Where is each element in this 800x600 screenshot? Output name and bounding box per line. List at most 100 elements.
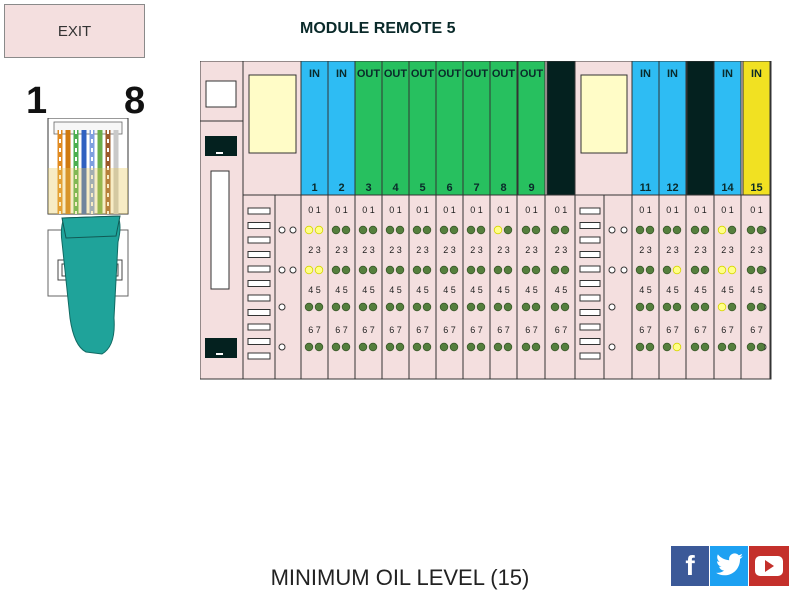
cpu2-port bbox=[579, 338, 601, 345]
io-bit-label: 4 5 bbox=[497, 285, 510, 295]
io-led-off bbox=[449, 342, 459, 352]
cpu2-port bbox=[579, 236, 601, 244]
io-bit-label: 6 7 bbox=[443, 325, 456, 335]
io-led-off bbox=[756, 265, 766, 275]
cpu2-port bbox=[579, 309, 601, 316]
io-module-face bbox=[686, 61, 715, 196]
io-led-off bbox=[662, 302, 672, 312]
cpu-port bbox=[247, 251, 271, 258]
io-led-off bbox=[395, 342, 405, 352]
io-bit-label: 2 3 bbox=[497, 245, 510, 255]
io-led-off bbox=[412, 342, 422, 352]
io-module-type-label: OUT bbox=[465, 68, 489, 80]
io-led-off bbox=[493, 265, 503, 275]
io-led-off bbox=[449, 265, 459, 275]
exit-button[interactable]: EXIT bbox=[4, 4, 145, 58]
io-led-off bbox=[531, 302, 541, 312]
youtube-icon[interactable] bbox=[749, 546, 789, 586]
io-module-type-label: IN bbox=[309, 68, 320, 80]
io-module-number: 4 bbox=[392, 182, 399, 194]
io-led-off bbox=[304, 342, 314, 352]
io-led-off bbox=[476, 342, 486, 352]
io-bit-label: 0 1 bbox=[721, 205, 734, 215]
io-led-off bbox=[395, 225, 405, 235]
io-led-off bbox=[422, 302, 432, 312]
io-led-off bbox=[645, 302, 655, 312]
io-module-face bbox=[713, 61, 742, 196]
io-led-off bbox=[395, 302, 405, 312]
io-led-off bbox=[672, 225, 682, 235]
io-module-number: 7 bbox=[473, 182, 479, 194]
io-led-off bbox=[466, 265, 476, 275]
io-bit-label: 0 1 bbox=[362, 205, 375, 215]
rj45-connector-icon bbox=[47, 118, 129, 355]
io-led-off bbox=[476, 225, 486, 235]
io-led-off bbox=[422, 342, 432, 352]
io-bit-label: 4 5 bbox=[525, 285, 538, 295]
io-led-off bbox=[341, 265, 351, 275]
io-module-number: 9 bbox=[528, 182, 534, 194]
io-bit-label: 2 3 bbox=[639, 245, 652, 255]
io-led-on bbox=[717, 302, 727, 312]
io-bit-label: 6 7 bbox=[362, 325, 375, 335]
cpu-port bbox=[247, 207, 271, 215]
io-module-number: 5 bbox=[419, 182, 425, 194]
io-led-off bbox=[645, 342, 655, 352]
io-bit-label: 4 5 bbox=[443, 285, 456, 295]
io-bit-label: 4 5 bbox=[362, 285, 375, 295]
io-led-off bbox=[690, 302, 700, 312]
io-led-off bbox=[385, 265, 395, 275]
io-bit-label: 6 7 bbox=[555, 325, 568, 335]
io-led-off bbox=[672, 302, 682, 312]
io-bit-label: 2 3 bbox=[362, 245, 375, 255]
io-led-off bbox=[531, 225, 541, 235]
io-led-off bbox=[690, 225, 700, 235]
io-bit-label: 0 1 bbox=[470, 205, 483, 215]
io-led-off bbox=[521, 225, 531, 235]
io-led-off bbox=[690, 342, 700, 352]
io-led-off bbox=[439, 342, 449, 352]
cpu2-port bbox=[579, 294, 601, 302]
facebook-icon[interactable]: f bbox=[671, 546, 709, 586]
io-led-off bbox=[385, 342, 395, 352]
twitter-icon[interactable] bbox=[710, 546, 748, 586]
io-led-off bbox=[368, 302, 378, 312]
io-led-off bbox=[635, 302, 645, 312]
io-led-off bbox=[727, 302, 737, 312]
io-led-off bbox=[493, 342, 503, 352]
ps-switch-top-mark bbox=[216, 152, 223, 154]
io-led-off bbox=[700, 225, 710, 235]
io-led-off bbox=[503, 265, 513, 275]
io-bit-label: 4 5 bbox=[555, 285, 568, 295]
io-module-face bbox=[300, 61, 329, 196]
io-led-off bbox=[635, 265, 645, 275]
io-led-off bbox=[531, 265, 541, 275]
io-module-number: 12 bbox=[666, 182, 678, 194]
io-module-face bbox=[327, 61, 356, 196]
io-led-on bbox=[304, 265, 314, 275]
io-led-on bbox=[727, 265, 737, 275]
cpu2-led bbox=[608, 266, 616, 274]
io-bit-label: 4 5 bbox=[694, 285, 707, 295]
io-led-off bbox=[662, 265, 672, 275]
io-module-type-label: OUT bbox=[520, 68, 544, 80]
io-bit-label: 0 1 bbox=[639, 205, 652, 215]
io-led-off bbox=[476, 302, 486, 312]
io-led-off bbox=[756, 302, 766, 312]
io-module-face bbox=[381, 61, 410, 196]
cpu2-led bbox=[620, 226, 628, 234]
cpu-led bbox=[278, 226, 286, 234]
io-module-number: 14 bbox=[721, 182, 734, 194]
pin-8-label: 8 bbox=[124, 80, 146, 122]
page-title: MODULE REMOTE 5 bbox=[300, 20, 456, 37]
status-message: MINIMUM OIL LEVEL (15) bbox=[270, 565, 530, 590]
io-led-on bbox=[314, 225, 324, 235]
io-led-off bbox=[727, 225, 737, 235]
io-led-off bbox=[358, 342, 368, 352]
io-led-off bbox=[727, 342, 737, 352]
cpu-port bbox=[247, 338, 271, 345]
io-led-off bbox=[341, 342, 351, 352]
io-module-type-label: OUT bbox=[411, 68, 435, 80]
